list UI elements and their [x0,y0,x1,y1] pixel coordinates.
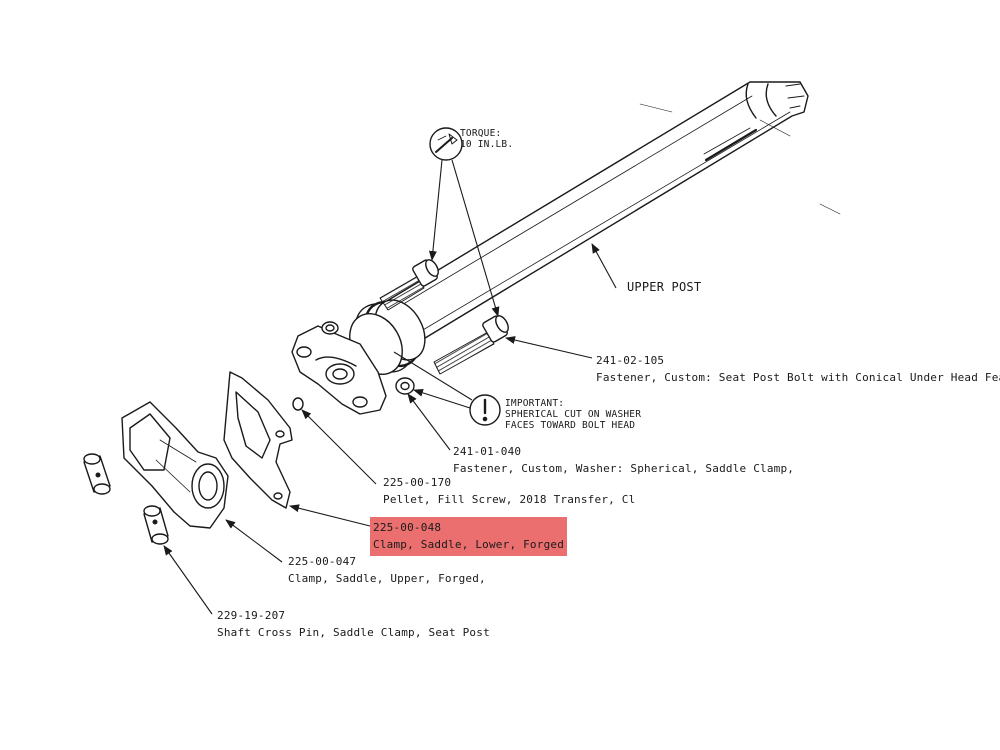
part-description: Fastener, Custom, Washer: Spherical, Sad… [453,462,795,475]
torque-note-line1: TORQUE: [460,128,502,139]
exclamation-icon [482,398,488,422]
torque-note: TORQUE: 10 IN.LB. [460,128,513,150]
callout-241-02-105: 241-02-105 Fastener, Custom: Seat Post B… [596,352,1000,386]
fill-screw-pellet [292,397,304,411]
important-note: IMPORTANT: SPHERICAL CUT ON WASHER FACES… [505,398,641,431]
important-note-line3: FACES TOWARD BOLT HEAD [505,420,636,431]
leader-241-01-040 [407,393,451,451]
part-number: 225-00-170 [383,476,452,489]
part-number: 241-02-105 [596,354,665,367]
leader-torque-bolt-1 [428,159,443,261]
part-description: Fastener, Custom: Seat Post Bolt with Co… [596,371,1000,384]
part-description: Clamp, Saddle, Lower, Forged [373,538,565,551]
part-description: Clamp, Saddle, Upper, Forged, [288,572,486,585]
part-number: 225-00-048 [373,521,442,534]
torque-note-line2: 10 IN.LB. [460,139,514,150]
post-clamp-head [291,321,387,415]
upper-post-label: UPPER POST [627,280,702,294]
callout-229-19-207: 229-19-207 Shaft Cross Pin, Saddle Clamp… [217,607,490,641]
leader-229-19-207 [163,545,213,615]
leader-torque-bolt-2 [451,159,500,317]
torque-callout [429,127,463,161]
callout-241-01-040: 241-01-040 Fastener, Custom, Washer: Sph… [453,443,794,477]
leader-241-02-105 [505,336,593,359]
part-number: 225-00-047 [288,555,357,568]
leader-lines [163,159,617,615]
part-number: 241-01-040 [453,445,522,458]
part-description: Shaft Cross Pin, Saddle Clamp, Seat Post [217,626,490,639]
leader-important-washer [413,388,471,409]
lower-clamp [223,371,293,509]
torque-wrench-icon [435,133,458,153]
important-note-line2: SPHERICAL CUT ON WASHER [505,409,642,420]
leader-225-00-048 [289,504,371,527]
spherical-washer [395,377,415,395]
leader-225-00-170 [301,409,377,485]
leader-upper-post [591,243,617,289]
shaft-cross-pins [83,453,169,545]
upper-post [361,81,841,353]
seat-post-bolts [379,259,509,375]
important-note-line1: IMPORTANT: [505,398,565,409]
callout-225-00-048-highlighted: 225-00-048 Clamp, Saddle, Lower, Forged [370,517,568,556]
upper-clamp [121,401,229,529]
callout-225-00-047: 225-00-047 Clamp, Saddle, Upper, Forged, [288,553,486,587]
callout-225-00-170: 225-00-170 Pellet, Fill Screw, 2018 Tran… [383,474,635,508]
part-description: Pellet, Fill Screw, 2018 Transfer, Cl [383,493,636,506]
leader-important-head [393,351,473,401]
part-number: 229-19-207 [217,609,286,622]
important-callout [469,394,501,426]
leader-225-00-047 [225,519,283,563]
